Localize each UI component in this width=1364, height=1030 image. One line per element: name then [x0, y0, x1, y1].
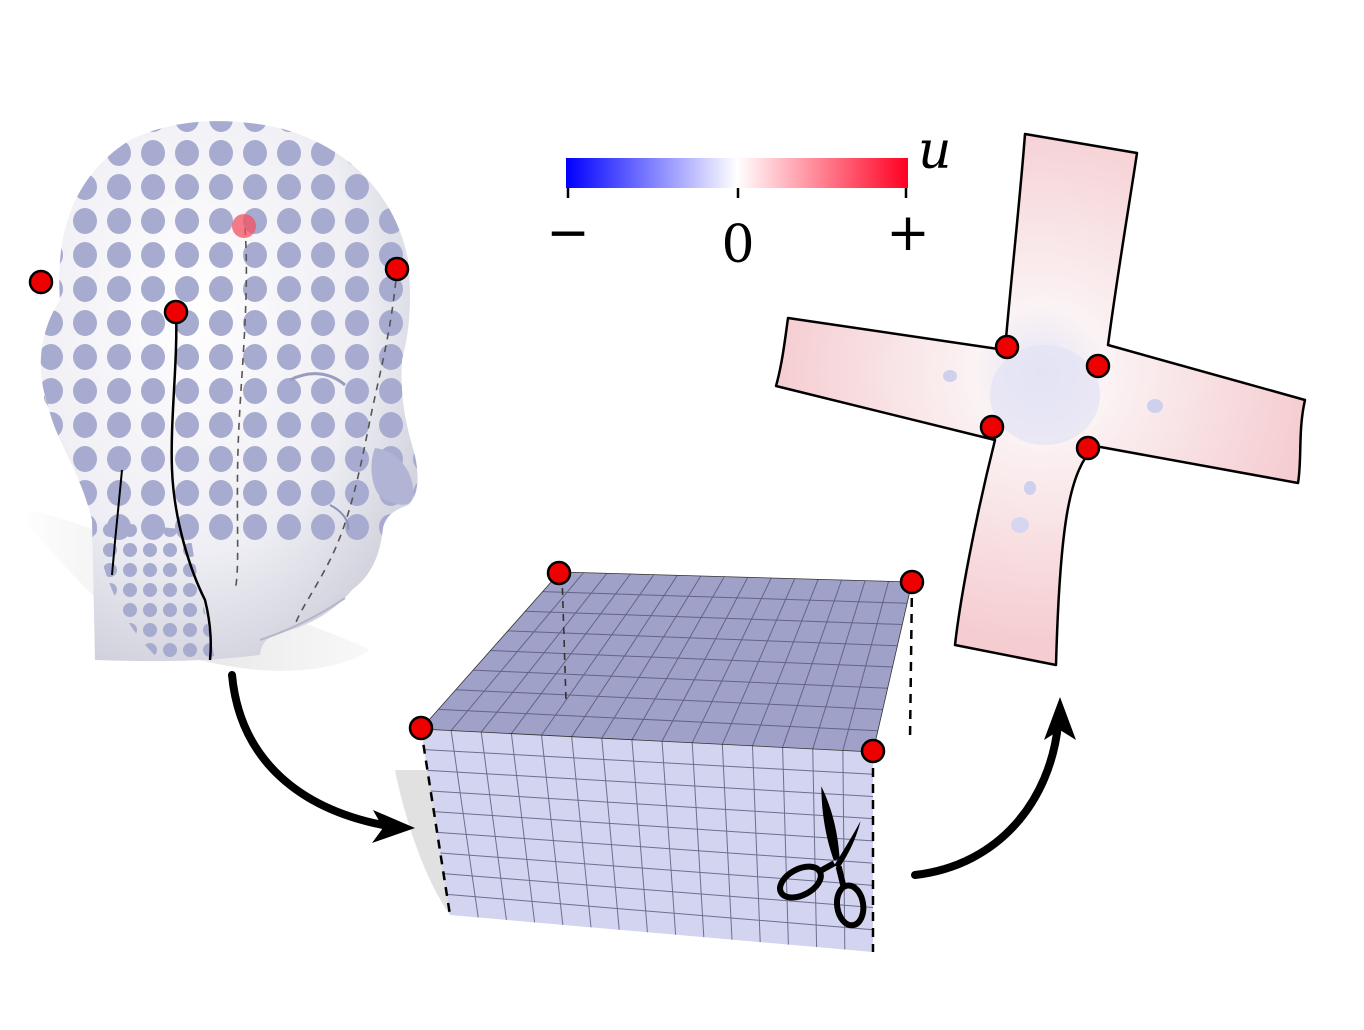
colorbar: u − 0 +: [546, 121, 951, 275]
red-dot-icon: [546, 560, 572, 586]
scissors-icon: [777, 786, 867, 929]
red-dot-icon: [899, 569, 925, 595]
head-cut-line-neck: [111, 469, 123, 576]
flat-cone-points: [979, 334, 1111, 461]
red-dot-icon: [408, 715, 434, 741]
head-cone-points: [28, 214, 410, 325]
cube-cone-points: [408, 560, 925, 764]
arrow-head-to-cube: [228, 671, 415, 843]
red-dot-icon: [979, 414, 1005, 440]
head-mesh: [40, 121, 418, 662]
colorbar-zero-label: 0: [721, 215, 754, 275]
red-dot-icon: [994, 334, 1020, 360]
red-dot-icon: [860, 738, 886, 764]
colorbar-minus-label: −: [546, 203, 590, 263]
curved-arrow-icon: [911, 721, 1062, 879]
cube-cut-edge-back-left: [561, 574, 567, 701]
cube-mesh: [419, 571, 914, 952]
colorbar-gradient: [566, 158, 908, 188]
colorbar-plus-label: +: [886, 203, 930, 263]
head-nose: [371, 448, 414, 505]
red-dot-icon: [232, 214, 256, 238]
red-dot-icon: [28, 269, 54, 295]
red-dot-icon: [384, 256, 410, 282]
cube-top-face: [421, 572, 912, 752]
curved-arrow-icon: [228, 671, 392, 830]
colorbar-variable-label: u: [918, 121, 952, 181]
red-dot-icon: [1075, 435, 1101, 461]
arrow-cube-to-flat: [911, 697, 1076, 879]
cube-front-face: [421, 729, 873, 952]
cube-cut-edge-back-right: [908, 581, 914, 741]
red-dot-icon: [163, 299, 189, 325]
head-cut-line-back-1: [234, 227, 248, 591]
flat-map: [774, 132, 1307, 667]
red-dot-icon: [1085, 353, 1111, 379]
head-cut-line-front: [170, 311, 213, 661]
